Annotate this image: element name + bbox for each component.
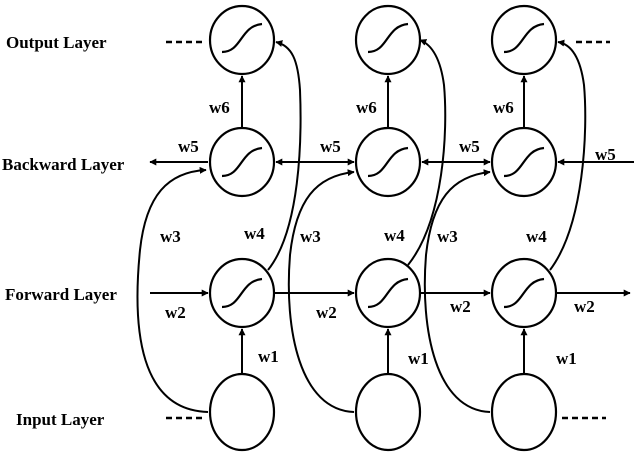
w5-label: w5	[320, 137, 341, 156]
forward-layer-label: Forward Layer	[5, 285, 117, 304]
input-node-3	[490, 372, 558, 452]
w4-label: w4	[244, 224, 265, 243]
w6-label: w6	[356, 98, 377, 117]
sigmoid-icon	[503, 277, 545, 309]
w2-label: w2	[165, 303, 186, 322]
w4-arrow	[407, 39, 447, 266]
w4-arrow	[267, 40, 302, 271]
backward-layer-label: Backward Layer	[2, 155, 125, 174]
w2-label: w2	[574, 297, 595, 316]
output-node-1	[208, 4, 276, 76]
w4-arrow	[549, 39, 587, 271]
sigmoid-icon	[503, 146, 545, 178]
output-node-2	[354, 4, 422, 76]
sigmoid-curves	[221, 22, 545, 309]
w1-label: w1	[258, 347, 279, 366]
input-layer-label: Input Layer	[16, 410, 105, 429]
w1-label: w1	[556, 349, 577, 368]
w3-label: w3	[160, 227, 181, 246]
sigmoid-icon	[367, 22, 409, 54]
w2-label: w2	[450, 297, 471, 316]
w6-label: w6	[209, 98, 230, 117]
sigmoid-icon	[503, 22, 545, 54]
w1-label: w1	[408, 349, 429, 368]
sigmoid-icon	[221, 146, 263, 178]
w3-label: w3	[300, 227, 321, 246]
w5-label: w5	[595, 145, 616, 164]
w4-label: w4	[384, 226, 405, 245]
output-node-3	[490, 4, 558, 76]
sigmoid-icon	[221, 277, 263, 309]
sigmoid-icon	[221, 22, 263, 54]
input-node-2	[354, 372, 422, 452]
w2-label: w2	[316, 303, 337, 322]
output-layer-label: Output Layer	[6, 33, 107, 52]
sigmoid-icon	[367, 277, 409, 309]
input-node-1	[208, 372, 276, 452]
w5-label: w5	[178, 137, 199, 156]
w3-arrow	[136, 166, 209, 413]
sigmoid-icon	[367, 146, 409, 178]
w4-label: w4	[526, 227, 547, 246]
w3-arrow	[423, 169, 491, 413]
w5-label: w5	[459, 137, 480, 156]
w6-label: w6	[493, 98, 514, 117]
w3-arrow	[287, 169, 355, 413]
w3-label: w3	[437, 227, 458, 246]
